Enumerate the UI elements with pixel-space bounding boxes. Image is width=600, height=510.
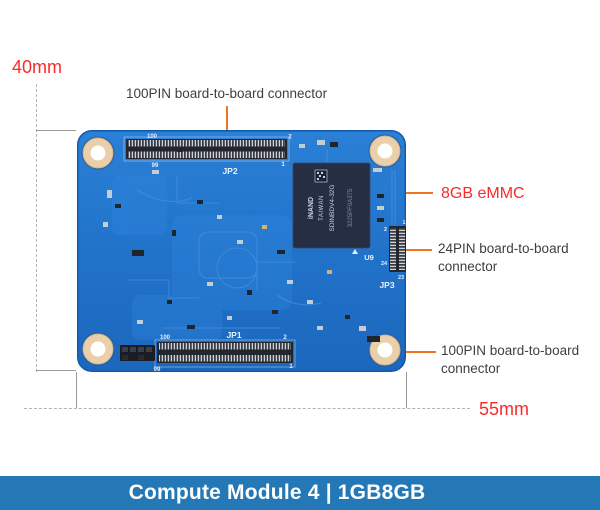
- width-dimension-right-extension: [406, 372, 407, 408]
- jp1-connector: 100 2 99 1 JP1: [154, 330, 296, 372]
- jp3-connector: 2 1 24 23 U9 JP3: [364, 220, 406, 290]
- mounting-holes: [81, 134, 402, 367]
- jp3-pin2-label: 2: [384, 227, 387, 233]
- emmc-origin-text: TAIWAN: [319, 195, 325, 221]
- side-connector-label: 24PIN board-to-board connector: [438, 241, 569, 274]
- jp3-pin23-label: 23: [398, 275, 404, 281]
- mounting-hole-top-left: [81, 136, 115, 170]
- jp2-pin100-label: 100: [147, 134, 158, 140]
- pin1-triangle-marker: [352, 249, 358, 254]
- emmc-datamatrix: [314, 169, 328, 183]
- smd-components: [103, 140, 384, 342]
- title-banner: Compute Module 4 | 1GB8GB: [0, 476, 600, 510]
- jp2-connector: 100 2 99 1 JP2: [123, 134, 292, 176]
- mounting-hole-bottom-right: [368, 333, 402, 367]
- top-connector-callout-line: [226, 106, 228, 146]
- jp2-pin1-label: 1: [281, 162, 285, 168]
- jp1-pin1-label: 1: [289, 364, 293, 370]
- top-connector-label: 100PIN board-to-board connector: [125, 86, 328, 101]
- jp1-pin99-label: 99: [154, 367, 161, 372]
- product-title: Compute Module 4 | 1GB8GB: [128, 481, 426, 504]
- side-connector-callout-line: [392, 249, 432, 251]
- height-dimension-top-tick: [36, 130, 76, 131]
- jp3-silkscreen-label: JP3: [379, 280, 394, 290]
- small-component-block: [120, 345, 155, 361]
- circuit-traces: [127, 150, 396, 329]
- jp2-pin2-label: 2: [288, 135, 292, 141]
- jp2-pin99-label: 99: [152, 163, 159, 169]
- height-dimension-label: 40mm: [12, 57, 63, 77]
- width-dimension-label: 55mm: [479, 399, 530, 419]
- emmc-chip: iNAND TAIWAN SDINBDV4-32G 3225PF0A375: [292, 162, 371, 254]
- mounting-hole-top-right: [368, 134, 402, 168]
- mounting-hole-bottom-left: [81, 332, 115, 366]
- jp1-silkscreen-label: JP1: [226, 330, 241, 340]
- height-dimension-dashed-line: [36, 84, 37, 372]
- jp3-pin24-label: 24: [381, 261, 388, 267]
- emmc-label: 8GB eMMC: [441, 185, 525, 202]
- width-dimension-dashed-line: [24, 408, 470, 409]
- bottom-connector-label: 100PIN board-to-board connector: [441, 343, 580, 376]
- pcb-board-image: 100 2 99 1 JP2 100 2 99 1 JP1: [77, 130, 406, 372]
- u9-silkscreen-label: U9: [364, 253, 374, 262]
- copper-pours: [112, 175, 292, 340]
- height-dimension-bottom-tick: [36, 370, 76, 371]
- emmc-part-number: SDINBDV4-32G: [329, 185, 336, 232]
- jp1-pin2-label: 2: [283, 335, 287, 341]
- emmc-lot-code: 3225PF0A375: [348, 188, 354, 227]
- width-dimension-left-extension: [76, 372, 77, 408]
- emmc-markings: iNAND TAIWAN SDINBDV4-32G 3225PF0A375: [308, 185, 354, 232]
- emmc-brand-text: iNAND: [308, 197, 315, 219]
- jp3-pin1-label: 1: [402, 220, 405, 226]
- jp1-pin100-label: 100: [160, 335, 171, 341]
- jp2-silkscreen-label: JP2: [222, 166, 237, 176]
